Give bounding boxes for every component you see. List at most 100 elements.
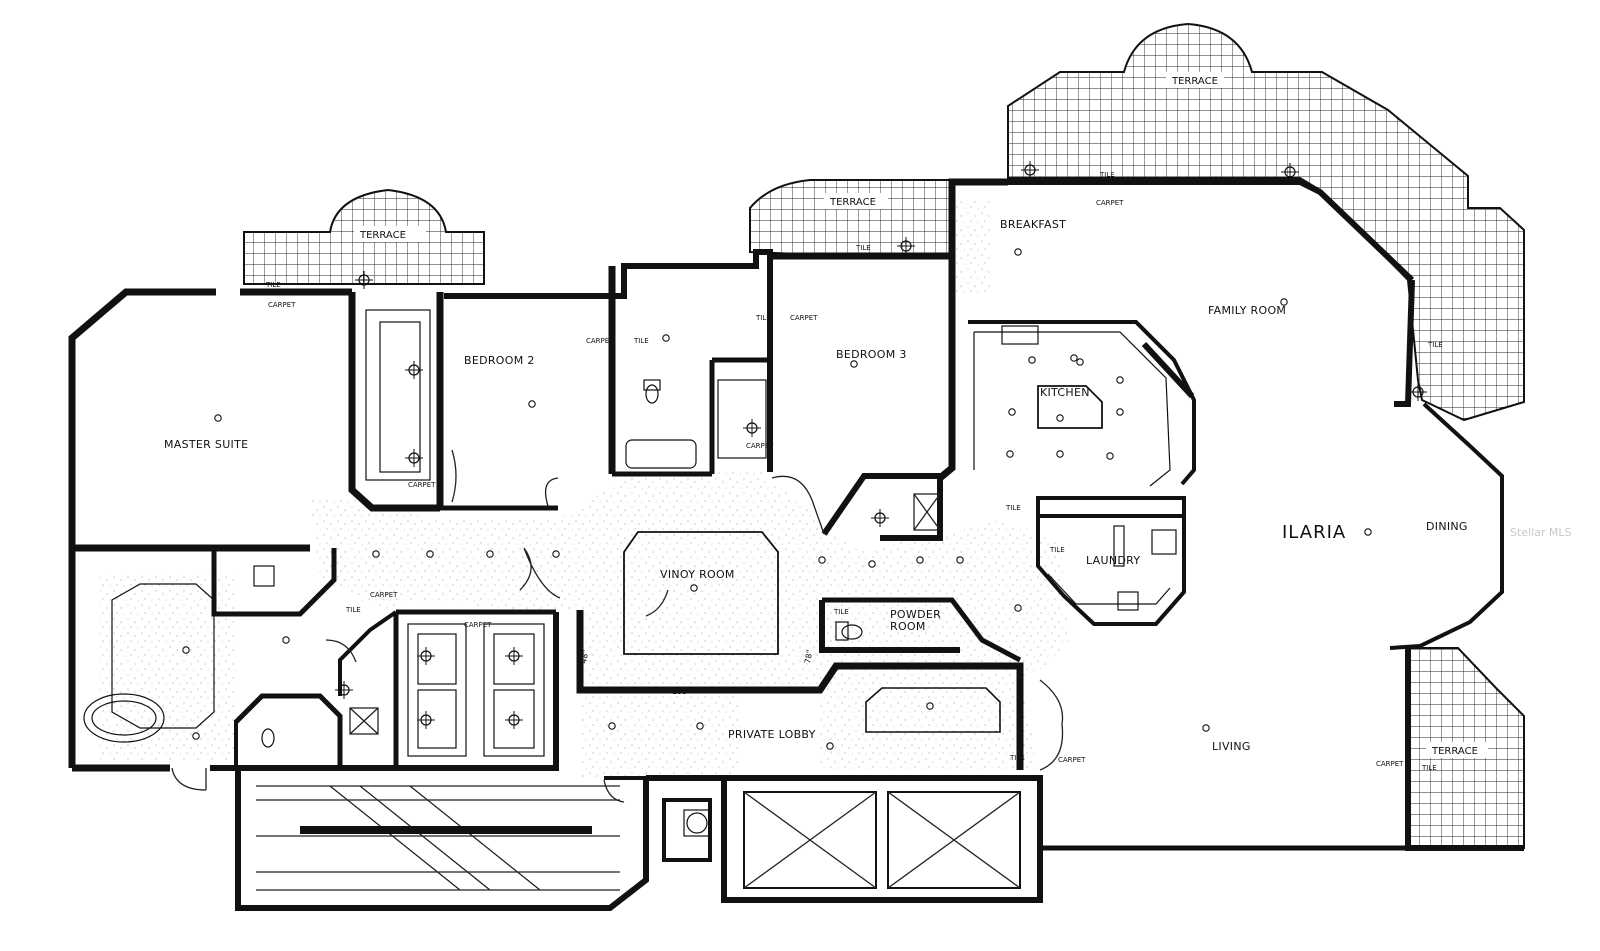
carpet-label: CARPET	[408, 481, 436, 489]
label-powder-room-2: ROOM	[890, 620, 926, 633]
pendant-light-icon	[1409, 383, 1427, 401]
light-fixture-icon	[1028, 356, 1036, 364]
light-fixture-icon	[486, 550, 494, 558]
watermark: Stellar MLS	[1510, 526, 1572, 539]
tile-label: TILE	[855, 244, 871, 252]
light-fixture-icon	[850, 360, 858, 368]
light-fixture-icon	[868, 560, 876, 568]
material-labels: TILE CARPET CARPET TILE TILE CARPET TILE…	[265, 171, 1443, 772]
pendant-light-icon	[405, 361, 423, 379]
label-dining: DINING	[1426, 520, 1468, 533]
label-ilaria: ILARIA	[1282, 522, 1346, 543]
tile-label: TILE	[1009, 754, 1025, 762]
light-fixture-icon	[1202, 724, 1210, 732]
label-family-room: FAMILY ROOM	[1208, 304, 1286, 317]
pendant-light-icon	[417, 711, 435, 729]
dimension-193: 193"	[672, 687, 691, 696]
terrace-family-label: TERRACE	[1171, 76, 1218, 87]
label-vinoy-room: VINOY ROOM	[660, 568, 735, 581]
light-fixture-icon	[1106, 452, 1114, 460]
door-swings	[171, 449, 1064, 803]
light-fixture-icon	[1116, 408, 1124, 416]
light-fixture-icon	[528, 400, 536, 408]
carpet-label: CARPET	[586, 337, 614, 345]
exterior-walls	[68, 178, 1524, 911]
carpet-label: CARPET	[746, 442, 774, 450]
label-master-suite: MASTER SUITE	[164, 438, 248, 451]
light-fixture-icon	[214, 414, 222, 422]
tile-label: TILE	[1427, 341, 1443, 349]
terrace-master-label: TERRACE	[359, 230, 406, 241]
label-laundry: LAUNDRY	[1086, 554, 1140, 567]
pendant-light-icon	[355, 271, 373, 289]
light-fixture-icon	[1364, 528, 1372, 536]
terrace-living-label: TERRACE	[1431, 746, 1478, 757]
pendant-light-icon	[743, 419, 761, 437]
label-living: LIVING	[1212, 740, 1251, 753]
tile-label: TILE	[1049, 546, 1065, 554]
tile-label: TILE	[633, 337, 649, 345]
tile-label: TILE	[265, 281, 281, 289]
tile-label: TILE	[1005, 504, 1021, 512]
light-fixture-icon	[696, 722, 704, 730]
tile-label: TILE	[1099, 171, 1115, 179]
label-kitchen: KITCHEN	[1040, 386, 1090, 399]
light-fixture-icon	[956, 556, 964, 564]
pendant-light-icon	[505, 711, 523, 729]
light-fixture-icon	[916, 556, 924, 564]
carpet-label: CARPET	[1058, 756, 1086, 764]
label-breakfast: BREAKFAST	[1000, 218, 1066, 231]
pendant-light-icon	[897, 237, 915, 255]
room-labels: MASTER SUITE BEDROOM 2 BEDROOM 3 BREAKFA…	[164, 218, 1572, 753]
fixtures	[83, 309, 1177, 891]
tile-label: TILE	[1421, 764, 1437, 772]
light-fixture-icon	[690, 584, 698, 592]
terrace-family: TERRACE	[1007, 22, 1525, 422]
dimension-78: 78"	[803, 649, 814, 664]
pendant-light-icon	[871, 509, 889, 527]
light-fixture-icon	[818, 556, 826, 564]
light-fixture-icon	[426, 550, 434, 558]
terrace-living: TERRACE	[1406, 647, 1525, 849]
light-fixture-icon	[926, 702, 934, 710]
dimension-labels: 193" 48" 78"	[579, 649, 814, 696]
tile-label: TILE	[833, 608, 849, 616]
light-fixture-icon	[1116, 376, 1124, 384]
label-private-lobby: PRIVATE LOBBY	[728, 728, 816, 741]
label-bedroom-2: BEDROOM 2	[464, 354, 535, 367]
carpet-label: CARPET	[370, 591, 398, 599]
light-fixtures	[182, 161, 1427, 750]
light-fixture-icon	[1006, 450, 1014, 458]
carpet-label: CARPET	[1096, 199, 1124, 207]
light-fixture-icon	[1008, 408, 1016, 416]
light-fixture-icon	[282, 636, 290, 644]
light-fixture-icon	[1014, 248, 1022, 256]
pendant-light-icon	[1281, 163, 1299, 181]
light-fixture-icon	[608, 722, 616, 730]
light-fixture-icon	[1056, 414, 1064, 422]
light-fixture-icon	[1076, 358, 1084, 366]
light-fixture-icon	[1070, 354, 1078, 362]
terrace-bedroom3: TERRACE	[749, 179, 953, 257]
label-powder-room-1: POWDER	[890, 608, 941, 621]
carpet-label: CARPET	[1376, 760, 1404, 768]
carpet-label: CARPET	[464, 621, 492, 629]
light-fixture-icon	[192, 732, 200, 740]
light-fixture-icon	[1280, 298, 1288, 306]
light-fixture-icon	[826, 742, 834, 750]
pendant-light-icon	[1021, 161, 1039, 179]
light-fixture-icon	[372, 550, 380, 558]
dimension-48: 48"	[579, 649, 590, 664]
tile-label: TILE	[345, 606, 361, 614]
tile-label: TILE	[755, 314, 771, 322]
pendant-light-icon	[505, 647, 523, 665]
carpet-label: CARPET	[790, 314, 818, 322]
pendant-light-icon	[335, 681, 353, 699]
terrace-bedroom3-label: TERRACE	[829, 197, 876, 208]
label-bedroom-3: BEDROOM 3	[836, 348, 907, 361]
carpet-label: CARPET	[268, 301, 296, 309]
light-fixture-icon	[662, 334, 670, 342]
terrace-master: TERRACE	[243, 188, 485, 285]
light-fixture-icon	[552, 550, 560, 558]
